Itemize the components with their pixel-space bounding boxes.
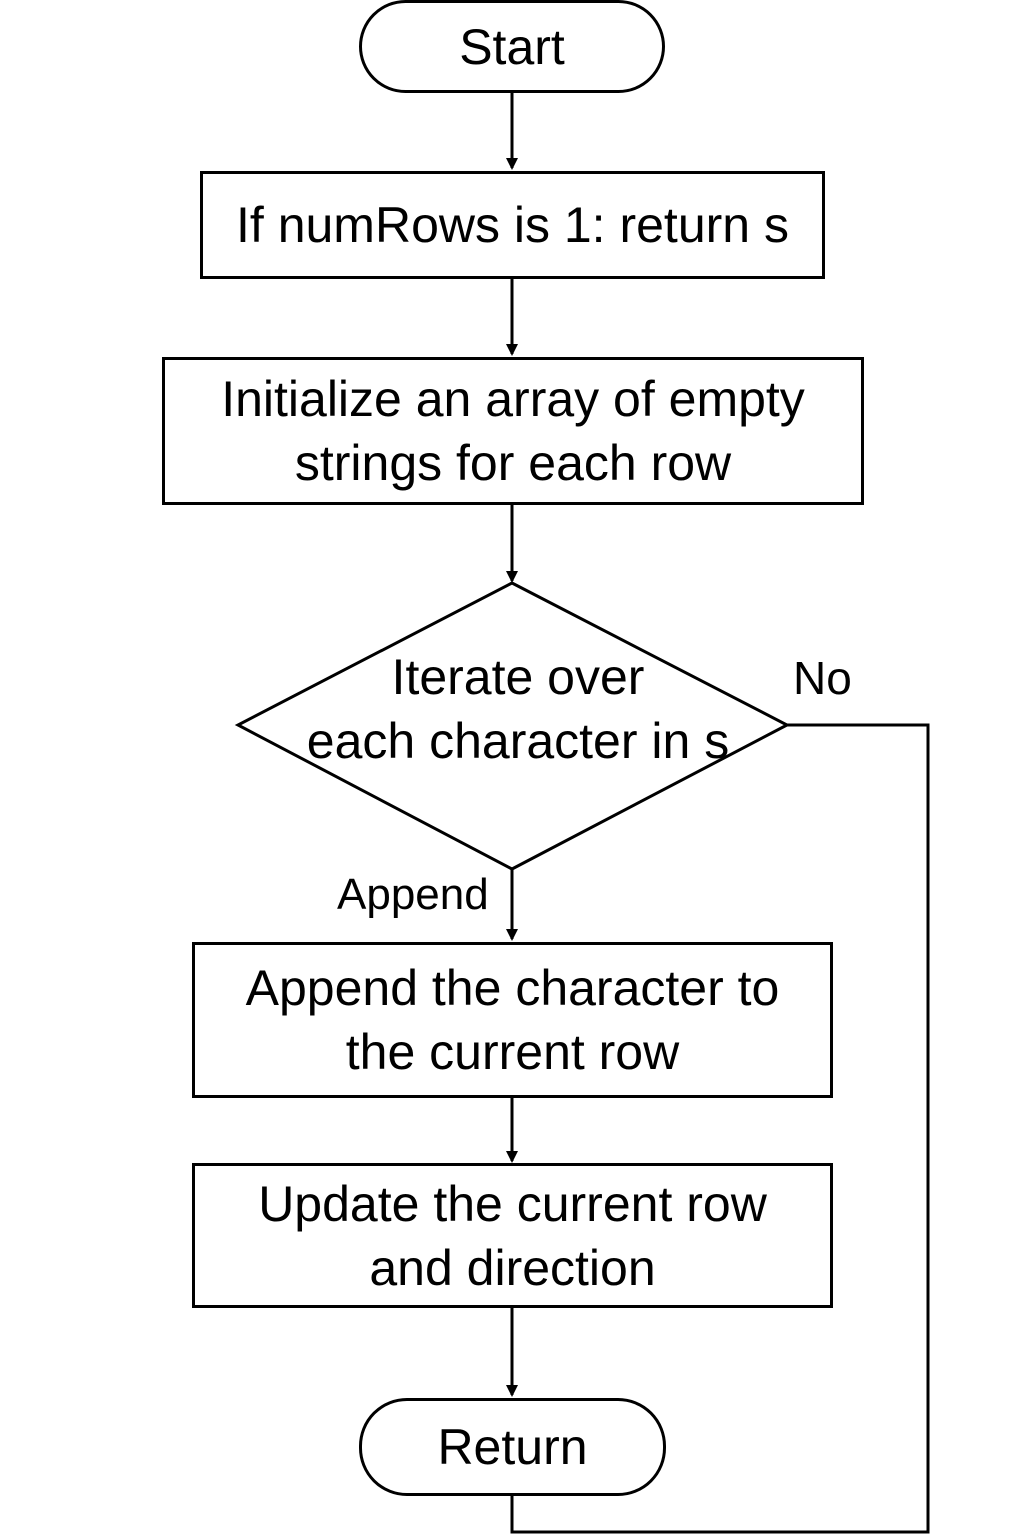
append-character-label-line2: the current row (345, 1024, 680, 1080)
decision-label-line1: Iterate over (391, 649, 645, 705)
initialize-array-label-line2: strings for each row (294, 435, 732, 491)
check-numrows-label: If numRows is 1: return s (236, 197, 789, 253)
no-edge-label: No (793, 652, 852, 704)
start-label: Start (459, 18, 565, 75)
initialize-array-box: Initialize an array of empty strings for… (162, 357, 864, 505)
append-edge-label: Append (337, 870, 489, 919)
decision-label: Iterate over each character in s (288, 645, 748, 773)
return-terminal: Return (359, 1398, 666, 1496)
check-numrows-box: If numRows is 1: return s (200, 171, 825, 279)
no-branch-connector (510, 723, 930, 1534)
append-character-box: Append the character to the current row (192, 942, 833, 1098)
return-label: Return (437, 1419, 588, 1475)
initialize-array-label-line1: Initialize an array of empty (221, 371, 805, 427)
append-character-label-line1: Append the character to (245, 960, 780, 1016)
decision-label-line2: each character in s (306, 713, 730, 769)
update-row-direction-box: Update the current row and direction (192, 1163, 833, 1308)
start-terminal: Start (359, 0, 665, 93)
update-row-direction-label-line2: and direction (369, 1239, 656, 1296)
update-row-direction-label-line1: Update the current row (258, 1175, 767, 1232)
